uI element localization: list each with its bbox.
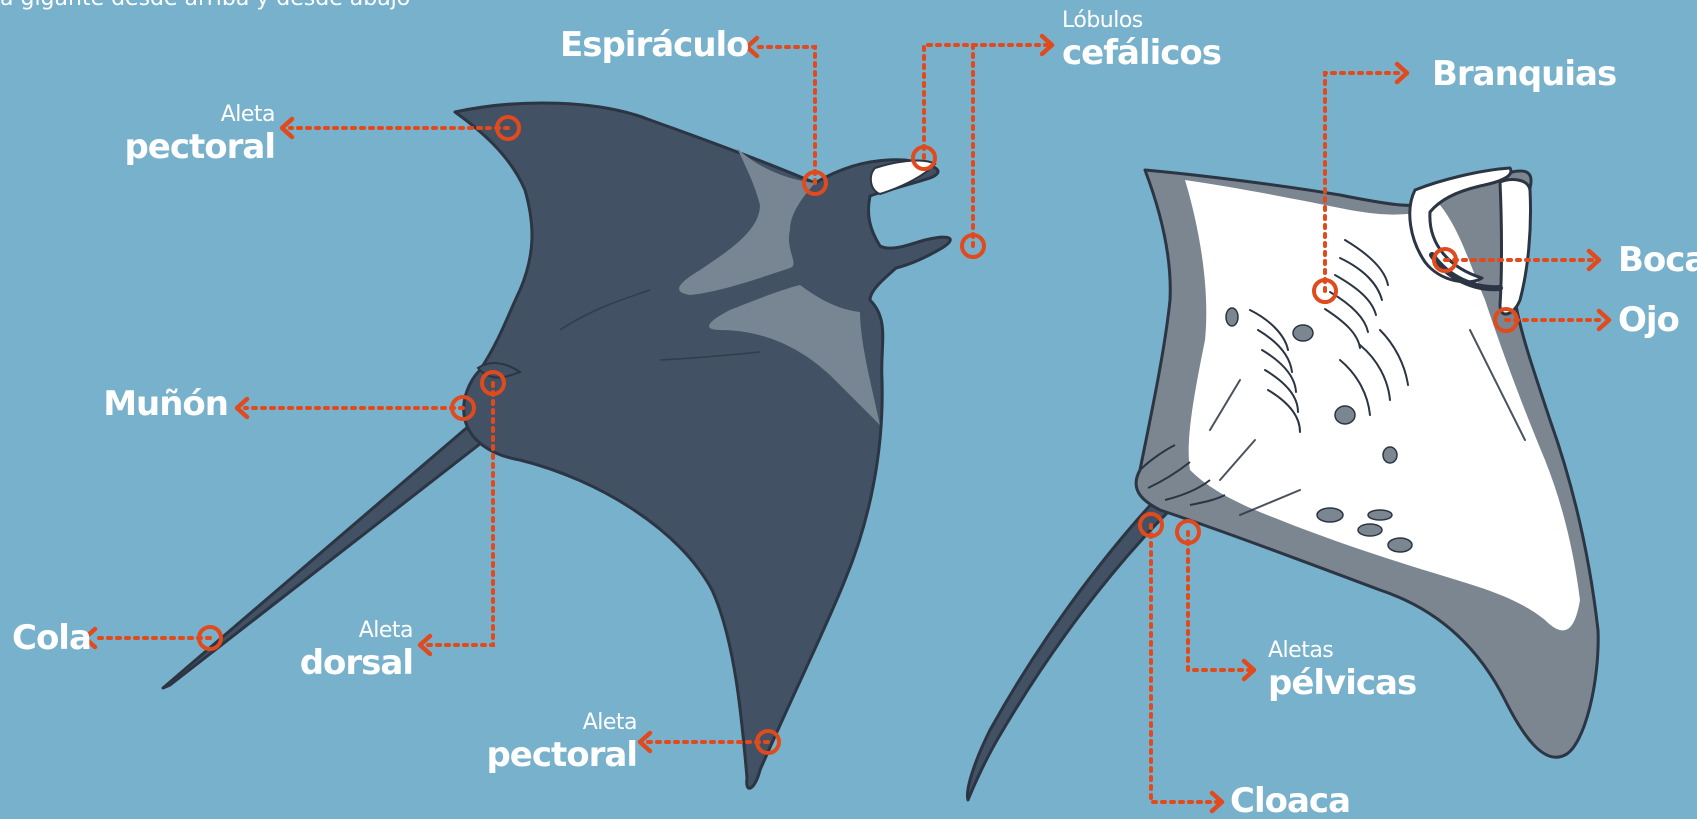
label-aleta-dorsal-bold: dorsal [260, 646, 413, 680]
label-cloaca: Cloaca [1230, 784, 1350, 818]
ventral-tail [967, 500, 1170, 800]
label-boca: Boca [1618, 243, 1697, 277]
label-aleta-pectoral-top: Aleta pectoral [100, 104, 275, 164]
label-aleta-dorsal-thin: Aleta [260, 620, 413, 642]
dorsal-body [455, 103, 950, 788]
label-aletas-pelvicas-thin: Aletas [1268, 640, 1416, 662]
label-lobulos-bold: cefálicos [1062, 36, 1221, 70]
label-espiraculo-text: Espiráculo [560, 28, 738, 62]
label-aleta-pectoral-top-thin: Aleta [100, 104, 275, 126]
label-cola: Cola [12, 621, 91, 655]
manta-ventral-view [967, 168, 1598, 800]
label-munon-text: Muñón [80, 387, 228, 421]
label-aleta-pectoral-bottom-thin: Aleta [460, 712, 637, 734]
label-aleta-dorsal: Aleta dorsal [260, 620, 413, 680]
label-lobulos-cefalicos: Lóbulos cefálicos [1062, 10, 1221, 70]
label-aletas-pelvicas: Aletas pélvicas [1268, 640, 1416, 700]
label-boca-text: Boca [1618, 243, 1697, 277]
label-lobulos-thin: Lóbulos [1062, 10, 1221, 32]
manta-dorsal-view [163, 103, 950, 788]
label-cola-text: Cola [12, 621, 91, 655]
label-aletas-pelvicas-bold: pélvicas [1268, 666, 1416, 700]
label-espiraculo: Espiráculo [560, 28, 738, 62]
label-aleta-pectoral-bottom-bold: pectoral [460, 738, 637, 772]
label-aleta-pectoral-bottom: Aleta pectoral [460, 712, 637, 772]
label-branquias: Branquias [1432, 57, 1616, 91]
label-branquias-text: Branquias [1432, 57, 1616, 91]
label-ojo: Ojo [1618, 303, 1679, 337]
label-ojo-text: Ojo [1618, 303, 1679, 337]
label-cloaca-text: Cloaca [1230, 784, 1350, 818]
label-aleta-pectoral-top-bold: pectoral [100, 130, 275, 164]
label-munon: Muñón [80, 387, 228, 421]
ventral-lobe-right [1500, 180, 1531, 314]
